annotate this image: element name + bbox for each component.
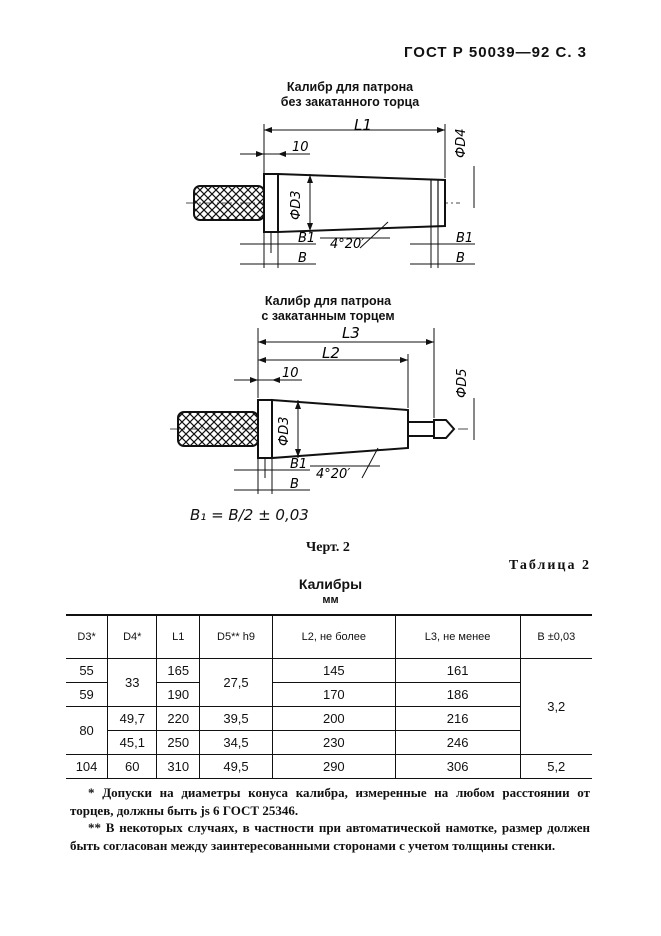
col-header-d5: D5** h9 (199, 614, 273, 659)
cell-l3: 216 (394, 706, 521, 731)
table-title: Калибры (298, 576, 363, 592)
table-row: 59 190 170 186 (66, 682, 592, 707)
col-header-l1: L1 (156, 614, 201, 659)
figure1-angle-label: 4°20′ (330, 237, 364, 252)
figure1-caption-line2: без закатанного торца (280, 95, 420, 109)
cell-l3: 186 (394, 682, 521, 707)
cell-d3: 104 (66, 754, 109, 779)
cell-l2: 200 (271, 706, 396, 731)
cell-d4: 60 (107, 754, 158, 779)
col-header-d3: D3* (66, 614, 109, 659)
figure1-d4-label: ФD4 (454, 129, 469, 158)
figure2-caption: Калибр для патрона с закатанным торцем (228, 294, 428, 324)
figure1-caption: Калибр для патрона без закатанного торца (250, 80, 450, 110)
figure2-l2-label: L2 (322, 344, 340, 362)
figure2-angle-label: 4°20′ (316, 467, 350, 482)
cell-l1: 310 (156, 754, 201, 779)
figure1-l1-label: L1 (354, 118, 372, 134)
cell-d5: 34,5 (199, 730, 273, 755)
cell-l2: 290 (271, 754, 396, 779)
cell-d4: 49,7 (107, 706, 158, 731)
figure2-b-label: B (290, 477, 299, 492)
figure2-caption-line1: Калибр для патрона (264, 294, 392, 308)
table-header-row: D3* D4* L1 D5** h9 L2, не более L3, не м… (66, 614, 592, 659)
table-row: 55 33 165 27,5 145 161 3,2 (66, 658, 592, 755)
col-header-b: B ±0,03 (519, 614, 592, 659)
cell-b: 3,2 (519, 658, 592, 755)
figure2-b1-label: B1 (290, 457, 307, 472)
figure2-l3-label: L3 (342, 324, 360, 342)
figure1-dim10-label: 10 (292, 140, 309, 155)
table-row: 104 60 310 49,5 290 306 5,2 (66, 754, 592, 779)
figure-caption: Черт. 2 (306, 540, 350, 555)
figure2-d3-label: ФD3 (277, 417, 292, 446)
figure2-dim10-label: 10 (282, 366, 299, 381)
footnote-1: * Допуски на диаметры конуса калибра, из… (70, 785, 590, 818)
figure1-b-right-label: B (456, 251, 465, 266)
figure1-b-label: B (298, 251, 307, 266)
page-header: ГОСТ Р 50039—92 С. 3 (404, 44, 587, 61)
figure1-d3-label: ФD3 (289, 191, 304, 220)
footnote-2: ** В некоторых случаях, в частности при … (70, 820, 590, 853)
cell-l1: 190 (156, 682, 201, 707)
table-row: 45,1 250 34,5 230 246 (66, 730, 592, 755)
formula: B₁ = B/2 ± 0,03 (190, 506, 309, 524)
cell-d5: 39,5 (199, 706, 273, 731)
cell-d4: 33 (107, 658, 158, 707)
cell-l1: 220 (156, 706, 201, 731)
table-number: Таблица 2 (508, 558, 591, 573)
table-unit: мм (322, 594, 339, 606)
figure2-drawing: L3 L2 ФD5 10 ФD3 B1 B 4°20′ (170, 324, 475, 494)
cell-d5: 49,5 (199, 754, 273, 779)
table-row: 80 49,7 220 39,5 200 216 (66, 706, 592, 755)
calibers-table: D3* D4* L1 D5** h9 L2, не более L3, не м… (66, 614, 592, 779)
col-header-l3: L3, не менее (394, 614, 521, 659)
cell-d3: 80 (66, 706, 109, 755)
figure2-d5-label: ФD5 (455, 369, 470, 398)
footnotes: * Допуски на диаметры конуса калибра, из… (70, 784, 590, 854)
cell-b: 5,2 (519, 754, 592, 779)
cell-l3: 246 (394, 730, 521, 755)
cell-d5: 27,5 (199, 658, 273, 707)
cell-l1: 250 (156, 730, 201, 755)
cell-l2: 145 (271, 658, 396, 683)
cell-d4: 45,1 (107, 730, 158, 755)
standard-number: ГОСТ Р 50039—92 (403, 44, 551, 61)
figure2-caption-line2: с закатанным торцем (261, 309, 395, 323)
cell-l3: 306 (394, 754, 521, 779)
cell-d3: 55 (66, 658, 109, 683)
figure1-b1-label: B1 (298, 231, 315, 246)
col-header-d4: D4* (107, 614, 158, 659)
cell-l2: 170 (271, 682, 396, 707)
page-number: С. 3 (555, 44, 587, 61)
figure1-b1-right-label: B1 (456, 231, 473, 246)
cell-d3: 59 (66, 682, 109, 707)
figure1-caption-line1: Калибр для патрона (286, 80, 414, 94)
col-header-l2: L2, не более (271, 614, 396, 659)
cell-l2: 230 (271, 730, 396, 755)
cell-l3: 161 (394, 658, 521, 683)
cell-l1: 165 (156, 658, 201, 683)
figure1-drawing: L1 ФD4 10 ФD3 B1 B 4°20′ B1 B (186, 118, 475, 268)
